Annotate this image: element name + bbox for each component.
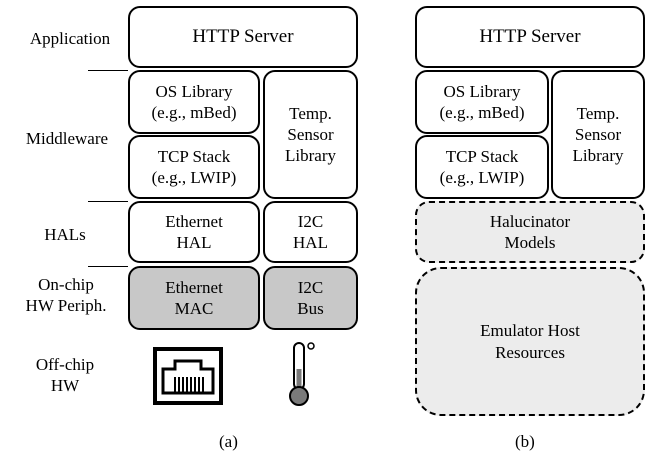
a-i2c-bus-box: I2C Bus (263, 266, 358, 330)
b-os-library-box: OS Library (e.g., mBed) (415, 70, 549, 134)
layer-label-middleware: Middleware (25, 129, 109, 148)
layer-label-application: Application (29, 29, 111, 48)
a-ethernet-mac-box: Ethernet MAC (128, 266, 260, 330)
thermometer-icon (289, 342, 315, 406)
layer-divider (88, 201, 128, 202)
b-halucinator-models-box: Halucinator Models (415, 201, 645, 263)
a-ethernet-hal-box: Ethernet HAL (128, 201, 260, 263)
a-os-library-box: OS Library (e.g., mBed) (128, 70, 260, 134)
caption-b: (b) (515, 432, 535, 451)
b-http-server-box: HTTP Server (415, 6, 645, 68)
layer-label-hals: HALs (44, 225, 86, 244)
b-emulator-host-resources-box: Emulator Host Resources (415, 267, 645, 416)
a-i2c-hal-box: I2C HAL (263, 201, 358, 263)
b-temp-sensor-library-box: Temp. Sensor Library (551, 70, 645, 199)
caption-a: (a) (219, 432, 238, 451)
a-tcp-stack-box: TCP Stack (e.g., LWIP) (128, 135, 260, 199)
layer-label-offchip: Off-chip HW (35, 355, 95, 396)
layer-divider (88, 70, 128, 71)
a-http-server-box: HTTP Server (128, 6, 358, 68)
layer-label-onchip: On-chip HW Periph. (25, 275, 107, 316)
b-tcp-stack-box: TCP Stack (e.g., LWIP) (415, 135, 549, 199)
a-temp-sensor-library-box: Temp. Sensor Library (263, 70, 358, 199)
layer-divider (88, 266, 128, 267)
ethernet-port-icon (153, 347, 223, 405)
